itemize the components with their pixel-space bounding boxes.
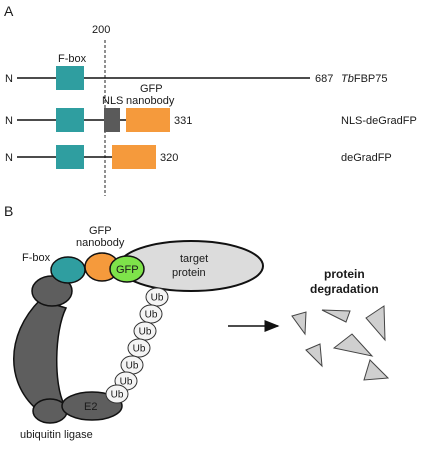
gfp-label: GFP (116, 264, 139, 276)
degradation-label-line1: protein (324, 267, 365, 281)
construct2-length: 331 (174, 115, 192, 127)
construct2-name: NLS-deGradFP (341, 115, 417, 127)
construct1-name: TbFBP75 (341, 73, 387, 85)
construct1-fbox-domain (56, 66, 84, 90)
protein-fragment (305, 343, 323, 368)
construct1-length: 687 (315, 73, 333, 85)
construct2-fbox-domain (56, 108, 84, 132)
e2-enzyme (61, 391, 123, 421)
ubiquitin-label: Ub (151, 293, 164, 304)
protein-fragment (363, 359, 390, 381)
target-protein-label-line2: protein (172, 267, 206, 279)
gfp-nanobody-domain-label-line1: GFP (140, 83, 163, 95)
construct3-length: 320 (160, 152, 178, 164)
construct1-name-italic: Tb (341, 73, 354, 85)
nls-domain-label: NLS (102, 95, 123, 107)
ubiquitin-label: Ub (111, 390, 124, 401)
construct3-fbox-domain (56, 145, 84, 169)
fbox-domain (50, 256, 86, 284)
ubiquitin-label: Ub (145, 310, 158, 321)
ubiquitin-label: Ub (139, 327, 152, 338)
panel-b-label: B (4, 203, 13, 219)
protein-fragment (332, 333, 374, 357)
construct3-name: deGradFP (341, 152, 392, 164)
ubiquitin-label: Ub (120, 377, 133, 388)
ligase-lower-node (32, 398, 68, 424)
protein-fragment (291, 311, 307, 336)
gfp-nanobody-label-line2: nanobody (76, 237, 125, 249)
degradation-label-line2: degradation (310, 282, 379, 296)
gfp (109, 255, 145, 283)
ubiquitin-bead (105, 384, 129, 404)
construct1-name-rest: FBP75 (354, 73, 388, 85)
e2-label: E2 (84, 401, 97, 413)
construct2-nanobody-domain (126, 108, 170, 132)
gfp-nanobody-label-line1: GFP (89, 225, 112, 237)
fbox-domain-label: F-box (58, 53, 87, 65)
target-protein-label-line1: target (180, 253, 208, 265)
gfp-nanobody-domain-label-line2: nanobody (126, 95, 175, 107)
construct3-n-terminus: N (5, 152, 13, 164)
construct2-n-terminus: N (5, 115, 13, 127)
construct1-n-terminus: N (5, 73, 13, 85)
ubiquitin-bead (127, 338, 151, 358)
construct2-nls-domain (104, 108, 120, 132)
construct3-nanobody-domain (112, 145, 156, 169)
ligase-scaffold-arc (13, 299, 68, 413)
fbox-label: F-box (22, 252, 51, 264)
panel-a-label: A (4, 3, 14, 19)
ubiquitin-ligase-label: ubiquitin ligase (20, 429, 93, 441)
protein-fragment (365, 305, 386, 342)
protein-fragment (321, 309, 351, 323)
protein-fragments (291, 305, 390, 381)
ubiquitin-label: Ub (133, 344, 146, 355)
ubiquitin-label: Ub (126, 361, 139, 372)
position-marker-200: 200 (92, 24, 110, 36)
